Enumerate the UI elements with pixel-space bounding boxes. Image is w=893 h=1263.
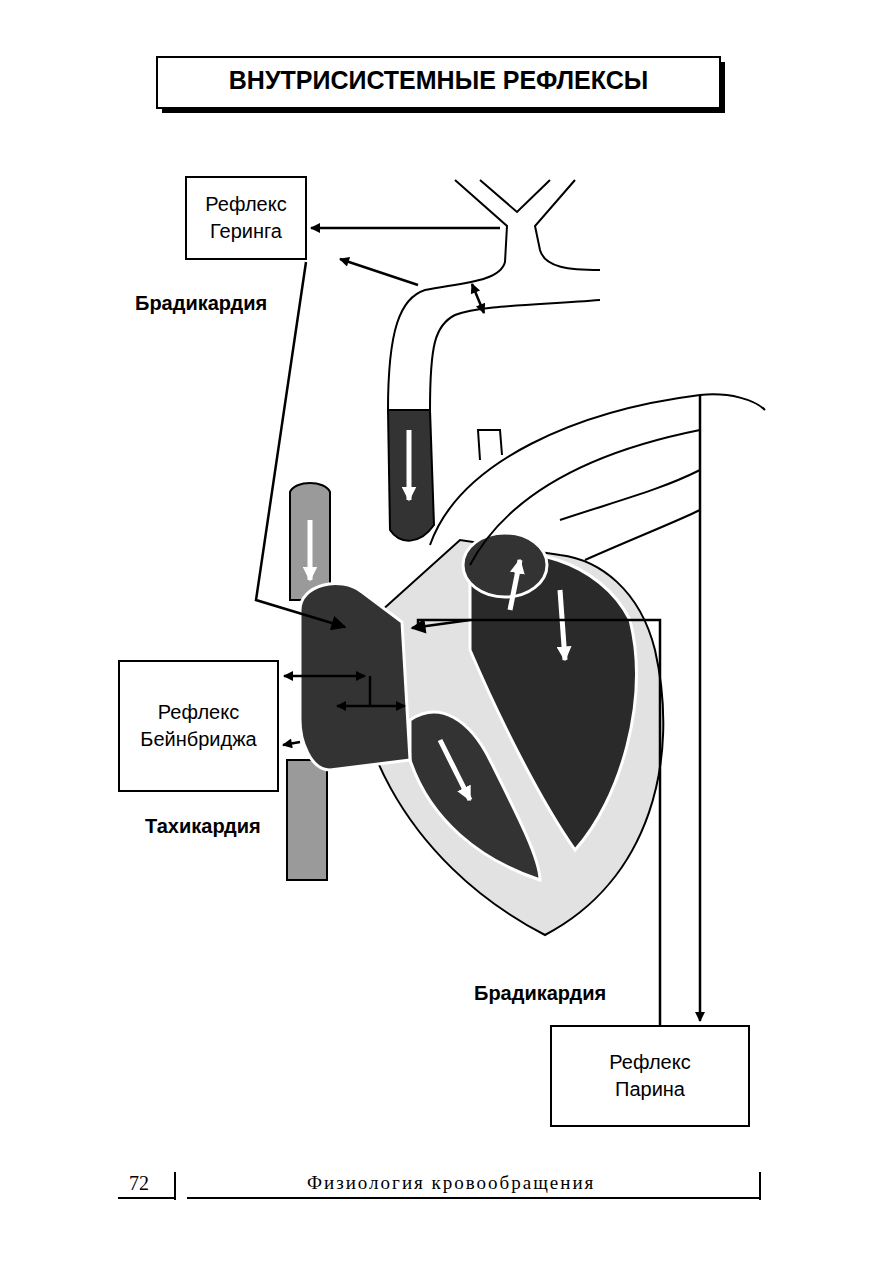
reflex-box-body: Рефлекс Парина [594, 1049, 706, 1103]
title-frame [157, 57, 720, 108]
page-number: 72 [127, 1172, 151, 1195]
reflex-lines [256, 228, 700, 1025]
inferior-vena-cava [287, 760, 327, 880]
reflex-box: Рефлекс Бейнбриджа [118, 660, 279, 792]
effect-label: Брадикардия [472, 982, 608, 1005]
vessels [388, 180, 600, 410]
left-atrium [463, 533, 547, 597]
reflex-box: Рефлекс Геринга [185, 176, 307, 260]
running-footer: Физиология кровообращения [305, 1172, 597, 1194]
effect-label: Тахикардия [143, 815, 263, 838]
superior-vena-cava [290, 483, 330, 600]
aorta [388, 410, 434, 541]
reflex-box-body: Рефлекс Бейнбриджа [126, 699, 271, 753]
title-text: ВНУТРИСИСТЕМНЫЕ РЕФЛЕКСЫ [157, 66, 720, 95]
reflex-name: Рефлекс Бейнбриджа [126, 699, 271, 753]
reflex-box: Рефлекс Парина [550, 1025, 750, 1127]
reflex-name: Рефлекс Геринга [194, 191, 298, 245]
effect-label: Брадикардия [133, 292, 269, 315]
reflex-name: Рефлекс Парина [594, 1049, 706, 1103]
great-vessels [430, 394, 765, 565]
reflex-box-body: Рефлекс Геринга [194, 191, 298, 245]
flow-arrows [310, 430, 565, 800]
footer-rules [118, 1172, 760, 1200]
right-ventricle [410, 712, 540, 880]
